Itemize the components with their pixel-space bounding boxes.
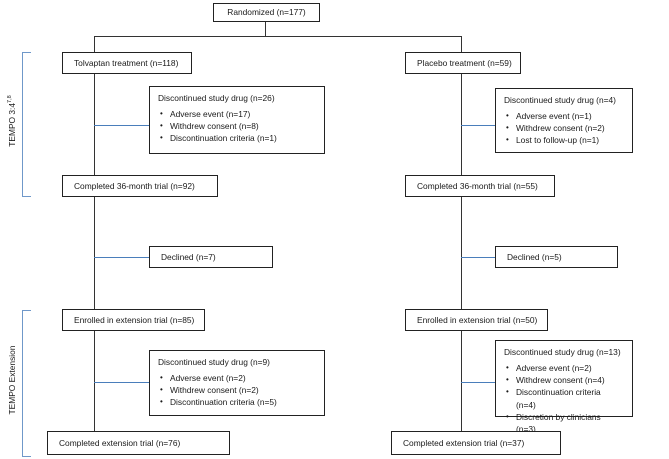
connector-right-branch-top	[461, 36, 462, 52]
right-enrolled-box: Enrolled in extension trial (n=50)	[405, 309, 548, 331]
connector-left-spine	[94, 74, 95, 431]
list-item: Withdrew consent (n=2)	[506, 122, 622, 134]
right-discontinued-list-2: Adverse event (n=2) Withdrew consent (n=…	[504, 362, 622, 435]
left-completed-extension-box: Completed extension trial (n=76)	[47, 431, 230, 455]
phase-bracket-tempo34	[22, 52, 31, 197]
phase-label-extension: TEMPO Extension	[7, 345, 17, 415]
connector-left-branch-top	[94, 36, 95, 52]
tolvaptan-treatment-box: Tolvaptan treatment (n=118)	[62, 52, 192, 74]
right-discontinued-box-2: Discontinued study drug (n=13) Adverse e…	[495, 340, 633, 434]
right-declined-box: Declined (n=5)	[495, 246, 618, 268]
connector-top-stem	[265, 22, 266, 36]
placebo-treatment-box: Placebo treatment (n=59)	[405, 52, 521, 74]
right-discontinued-title-2: Discontinued study drug (n=13)	[504, 347, 621, 357]
right-completed-36-box: Completed 36-month trial (n=55)	[405, 175, 555, 197]
randomized-box: Randomized (n=177)	[213, 3, 320, 22]
list-item: Discretion by clinicians (n=3)	[506, 411, 622, 435]
connector-right-spine	[461, 74, 462, 431]
connector-right-disc2	[461, 382, 495, 383]
list-item: Discontinuation criteria (n=5)	[160, 396, 314, 408]
left-discontinued-list-1: Adverse event (n=17) Withdrew consent (n…	[158, 108, 314, 145]
phase-bracket-extension	[22, 310, 31, 457]
right-completed-extension-box: Completed extension trial (n=37)	[391, 431, 561, 455]
left-declined-box: Declined (n=7)	[149, 246, 273, 268]
list-item: Adverse event (n=2)	[160, 372, 314, 384]
left-discontinued-title-2: Discontinued study drug (n=9)	[158, 357, 270, 367]
left-enrolled-box: Enrolled in extension trial (n=85)	[62, 309, 205, 331]
list-item: Discontinuation criteria (n=4)	[506, 386, 622, 410]
connector-left-disc2	[94, 382, 149, 383]
list-item: Adverse event (n=17)	[160, 108, 314, 120]
connector-left-disc1	[94, 125, 149, 126]
left-discontinued-box-1: Discontinued study drug (n=26) Adverse e…	[149, 86, 325, 154]
left-discontinued-box-2: Discontinued study drug (n=9) Adverse ev…	[149, 350, 325, 416]
right-discontinued-title-1: Discontinued study drug (n=4)	[504, 95, 616, 105]
list-item: Withdrew consent (n=4)	[506, 374, 622, 386]
list-item: Discontinuation criteria (n=1)	[160, 132, 314, 144]
connector-right-disc1	[461, 125, 495, 126]
phase-label-tempo34: TEMPO 3:47,8	[7, 95, 17, 147]
list-item: Adverse event (n=1)	[506, 110, 622, 122]
right-discontinued-box-1: Discontinued study drug (n=4) Adverse ev…	[495, 88, 633, 153]
connector-top-split	[94, 36, 461, 37]
connector-left-declined	[94, 257, 149, 258]
left-discontinued-list-2: Adverse event (n=2) Withdrew consent (n=…	[158, 372, 314, 409]
connector-right-declined	[461, 257, 495, 258]
list-item: Withdrew consent (n=2)	[160, 384, 314, 396]
list-item: Withdrew consent (n=8)	[160, 120, 314, 132]
left-completed-36-box: Completed 36-month trial (n=92)	[62, 175, 218, 197]
list-item: Lost to follow-up (n=1)	[506, 134, 622, 146]
list-item: Adverse event (n=2)	[506, 362, 622, 374]
right-discontinued-list-1: Adverse event (n=1) Withdrew consent (n=…	[504, 110, 622, 147]
left-discontinued-title-1: Discontinued study drug (n=26)	[158, 93, 275, 103]
